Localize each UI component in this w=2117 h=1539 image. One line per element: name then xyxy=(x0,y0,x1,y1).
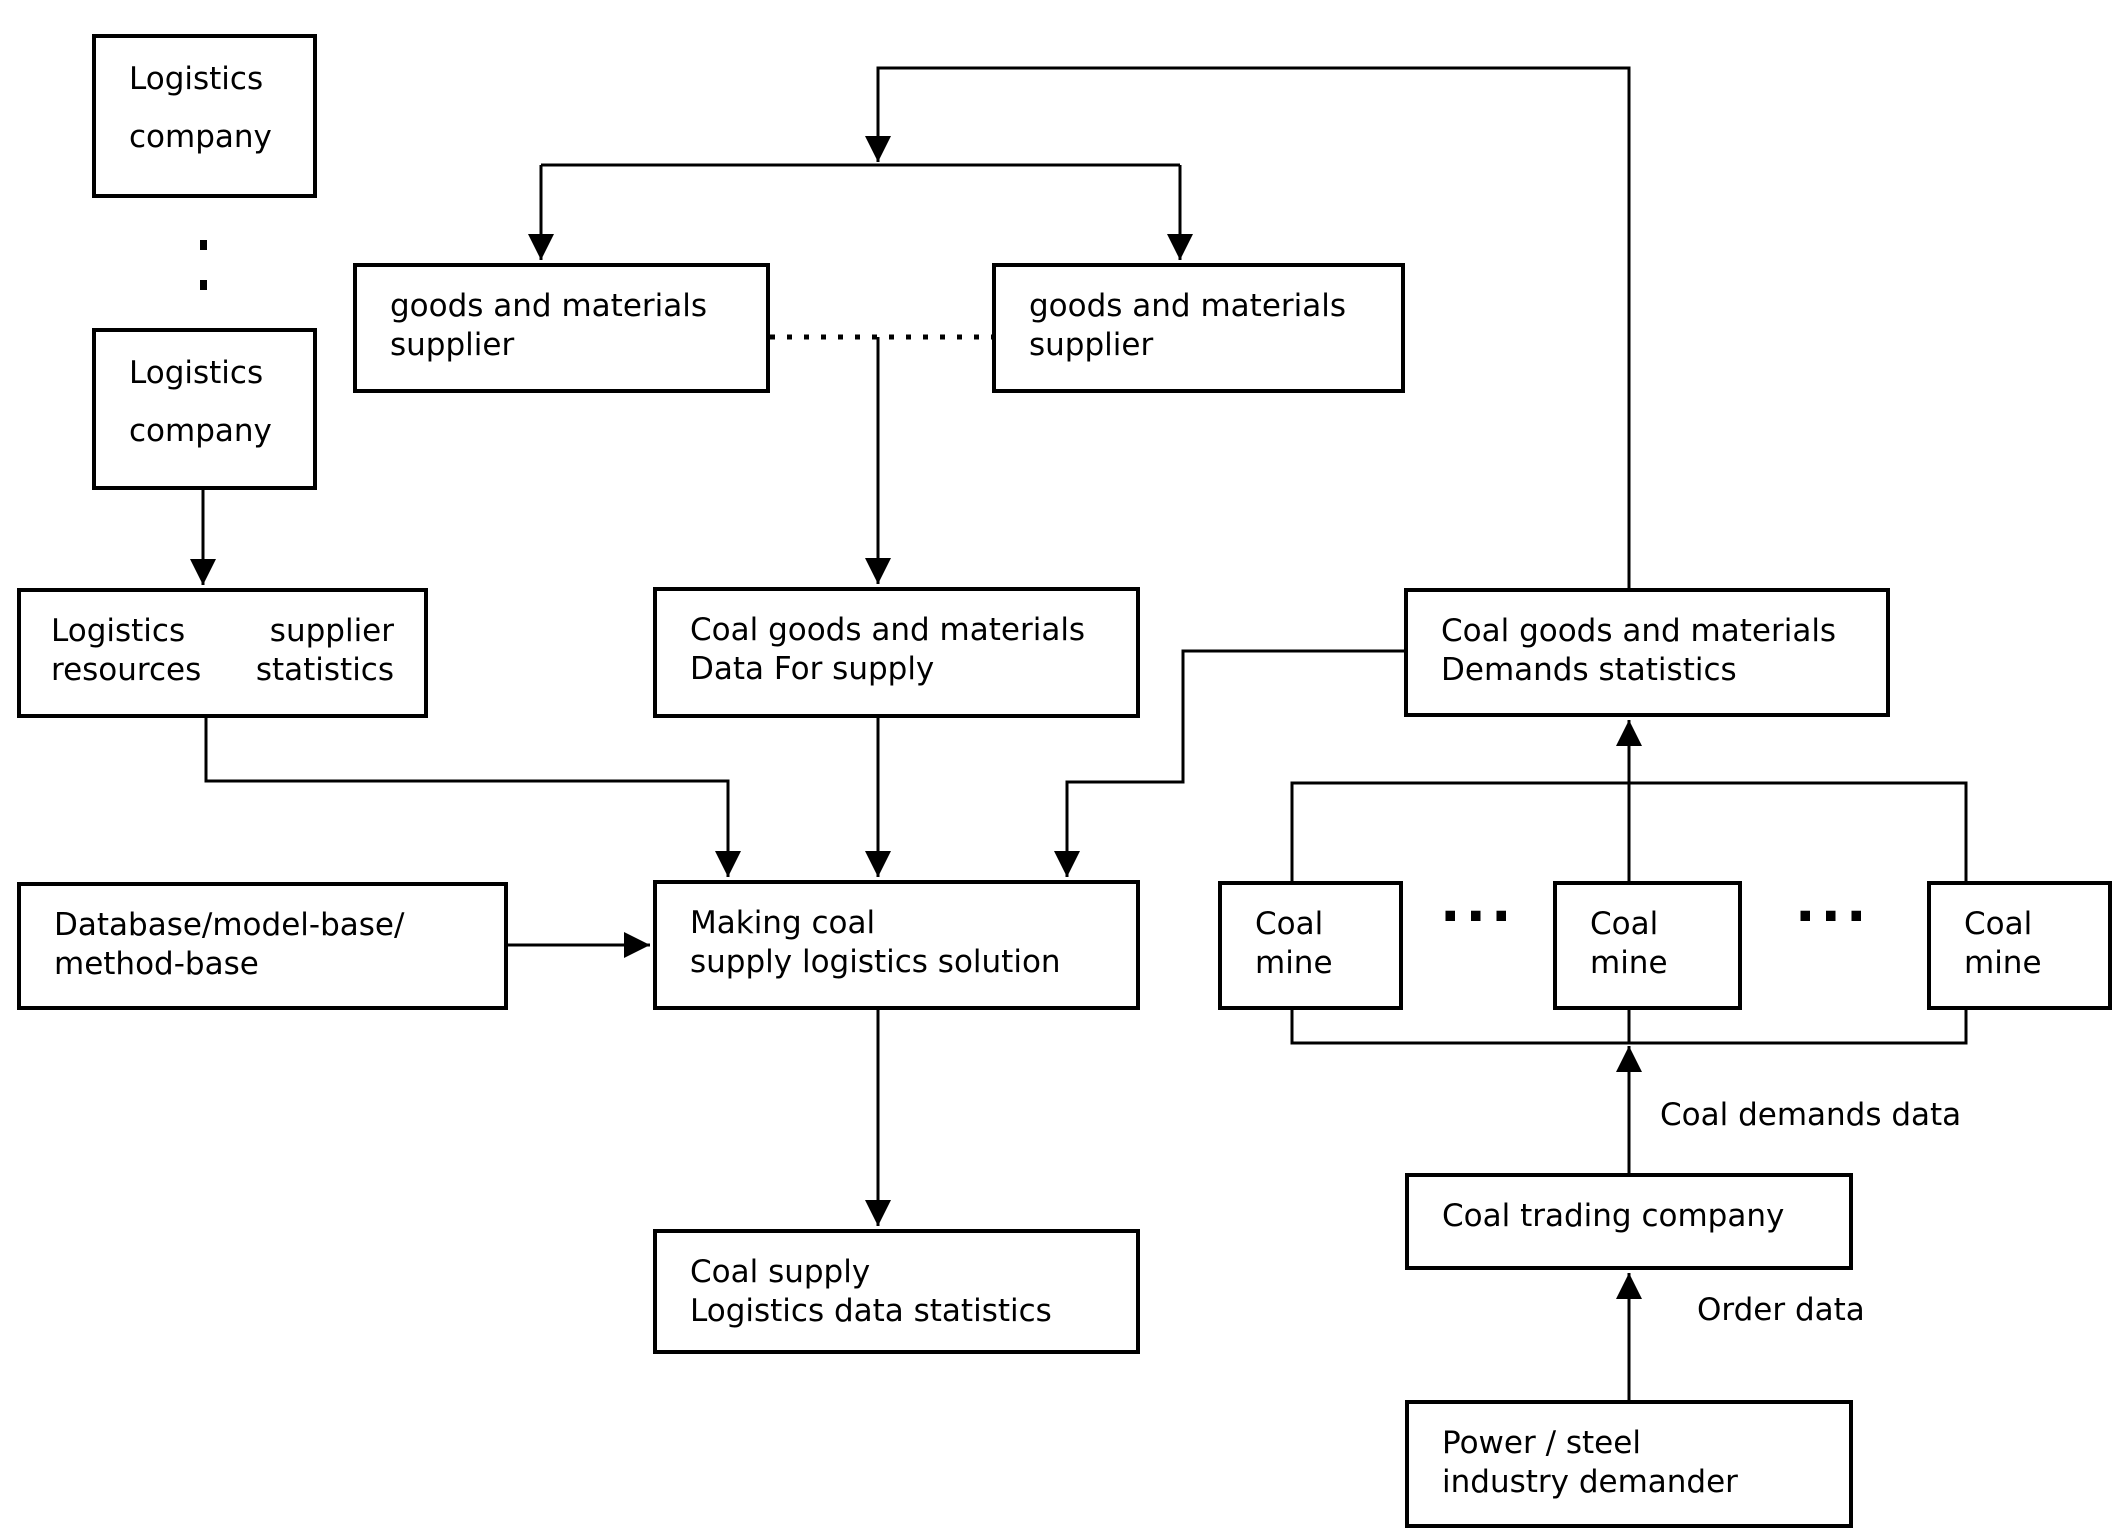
node-label: Coal goods and materials xyxy=(1441,613,1837,649)
node-label: company xyxy=(129,413,272,449)
vertical-ellipsis-dot-2 xyxy=(200,280,207,290)
node-label: goods and materials xyxy=(390,288,708,324)
node-label: mine xyxy=(1255,945,1333,981)
connector-demandstats-to-solution xyxy=(1054,649,1404,877)
node-power-steel-demander: Power / steel industry demander xyxy=(1405,1400,1853,1528)
node-label: Logistics xyxy=(129,355,264,391)
node-label: supplier xyxy=(390,327,515,363)
node-coal-data-for-supply: Coal goods and materials Data For supply xyxy=(653,587,1140,718)
node-coal-mine-1: Coal mine xyxy=(1218,881,1403,1010)
coal-mine-ellipsis-2: ... xyxy=(1795,871,1872,934)
node-label: Coal xyxy=(1255,906,1324,942)
node-label: mine xyxy=(1964,945,2042,981)
node-label: Data For supply xyxy=(690,651,935,687)
label-order-data: Order data xyxy=(1697,1292,1865,1328)
node-label: industry demander xyxy=(1442,1464,1738,1500)
node-supplier-left: goods and materials supplier xyxy=(353,263,770,393)
connector-demands-to-splitter xyxy=(865,66,1631,588)
vertical-ellipsis-dot-1 xyxy=(200,240,207,250)
node-label: Logistics xyxy=(129,61,264,97)
node-database: Database/model-base/ method-base xyxy=(17,882,508,1010)
node-label: supplier xyxy=(1029,327,1154,363)
label-coal-demands-data: Coal demands data xyxy=(1660,1097,1962,1133)
node-label: Database/model-base/ xyxy=(54,907,405,943)
node-making-solution: Making coal supply logistics solution xyxy=(653,880,1140,1010)
node-label: Coal xyxy=(1964,906,2033,942)
node-label: Logistics xyxy=(51,613,186,649)
node-logistics-supplier-stats: Logistics supplier resources statistics xyxy=(17,588,428,718)
node-label: supply logistics solution xyxy=(690,944,1061,980)
node-label: Coal xyxy=(1590,906,1659,942)
node-label: Coal trading company xyxy=(1442,1198,1785,1234)
node-label: Making coal xyxy=(690,905,876,941)
node-label: goods and materials xyxy=(1029,288,1347,324)
node-label: Logistics data statistics xyxy=(690,1293,1052,1329)
node-label: supplier xyxy=(269,613,394,649)
coal-mine-ellipsis-1: ... xyxy=(1440,871,1517,934)
node-coal-mine-3: Coal mine xyxy=(1927,881,2112,1010)
node-coal-trading-company: Coal trading company xyxy=(1405,1173,1853,1270)
node-label-row: resources statistics xyxy=(51,651,394,690)
node-label: resources xyxy=(51,652,202,688)
node-coal-mine-2: Coal mine xyxy=(1553,881,1742,1010)
node-label: mine xyxy=(1590,945,1668,981)
node-label: Coal supply xyxy=(690,1254,871,1290)
node-supplier-right: goods and materials supplier xyxy=(992,263,1405,393)
node-label: company xyxy=(129,119,272,155)
node-label: statistics xyxy=(255,652,394,688)
node-coal-supply-stats: Coal supply Logistics data statistics xyxy=(653,1229,1140,1354)
node-logistics-company-bottom: Logistics company xyxy=(92,328,317,490)
node-label-row: Logistics supplier xyxy=(51,612,394,651)
connector-stats-to-solution xyxy=(204,718,741,877)
node-logistics-company-top: Logistics company xyxy=(92,34,317,198)
node-label: Demands statistics xyxy=(1441,652,1737,688)
node-label: method-base xyxy=(54,946,259,982)
node-coal-demands-stats: Coal goods and materials Demands statist… xyxy=(1404,588,1890,717)
node-label: Power / steel xyxy=(1442,1425,1641,1461)
node-label: Coal goods and materials xyxy=(690,612,1086,648)
